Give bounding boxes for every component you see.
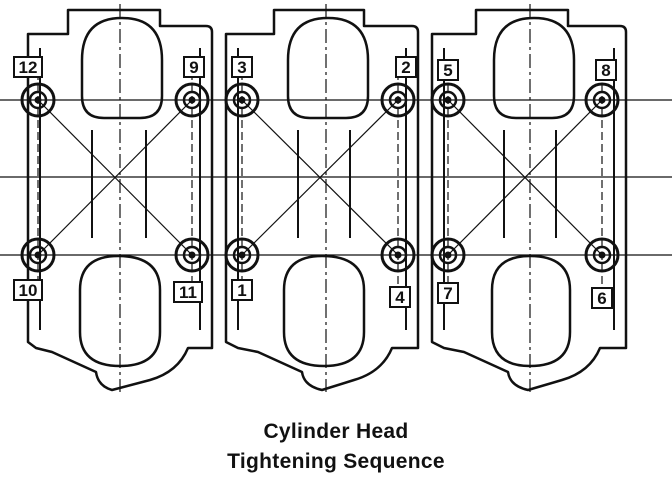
port-bottom-3 — [490, 254, 572, 368]
port-top-3 — [492, 16, 576, 120]
svg-text:1: 1 — [237, 281, 246, 300]
caption-line-1: Cylinder Head — [263, 420, 409, 443]
sequence-label-3: 3 — [231, 56, 253, 78]
port-bottom-1 — [78, 254, 162, 368]
sequence-label-10: 10 — [13, 279, 43, 301]
bolt-1 — [20, 82, 56, 118]
bolt-7 — [224, 237, 260, 273]
bolt-2 — [174, 82, 210, 118]
svg-text:12: 12 — [19, 58, 38, 77]
cylinder-head-diagram: 12 9 10 11 3 2 1 4 5 8 7 6 — [0, 4, 672, 392]
sequence-label-12: 12 — [13, 56, 43, 78]
port-bottom-2 — [282, 254, 366, 368]
port-top-2 — [286, 16, 370, 120]
svg-text:9: 9 — [189, 58, 198, 77]
sequence-label-9: 9 — [183, 56, 205, 78]
cylinder-head-1-outline — [26, 8, 214, 392]
bolt-9 — [430, 82, 466, 118]
bolt-6 — [380, 82, 416, 118]
bolt-11 — [430, 237, 466, 273]
svg-text:6: 6 — [597, 289, 606, 308]
sequence-label-8: 8 — [595, 59, 617, 81]
bolt-5 — [224, 82, 260, 118]
svg-text:8: 8 — [601, 61, 610, 80]
bolt-4 — [174, 237, 210, 273]
bolt-3 — [20, 237, 56, 273]
bolt-12 — [584, 237, 620, 273]
sequence-label-7: 7 — [437, 282, 459, 304]
bolt-group — [20, 82, 620, 273]
sequence-label-11: 11 — [173, 281, 203, 303]
sequence-label-5: 5 — [437, 59, 459, 81]
cylinder-head-3-outline — [430, 8, 628, 392]
svg-text:3: 3 — [237, 58, 246, 77]
bolt-10 — [584, 82, 620, 118]
bolt-8 — [380, 237, 416, 273]
sequence-label-6: 6 — [591, 287, 613, 309]
svg-text:11: 11 — [179, 283, 197, 302]
svg-text:5: 5 — [443, 61, 452, 80]
cylinder-head-2-outline — [224, 8, 420, 392]
svg-text:10: 10 — [19, 281, 38, 300]
port-top-1 — [80, 16, 164, 120]
sequence-label-2: 2 — [395, 56, 417, 78]
svg-text:7: 7 — [443, 284, 452, 303]
sequence-label-1: 1 — [231, 279, 253, 301]
sequence-label-4: 4 — [389, 286, 411, 308]
svg-text:2: 2 — [401, 58, 410, 77]
caption-line-2: Tightening Sequence — [227, 450, 445, 473]
sequence-label-group: 12 9 10 11 3 2 1 4 5 8 7 6 — [13, 56, 617, 309]
svg-text:4: 4 — [395, 288, 405, 307]
